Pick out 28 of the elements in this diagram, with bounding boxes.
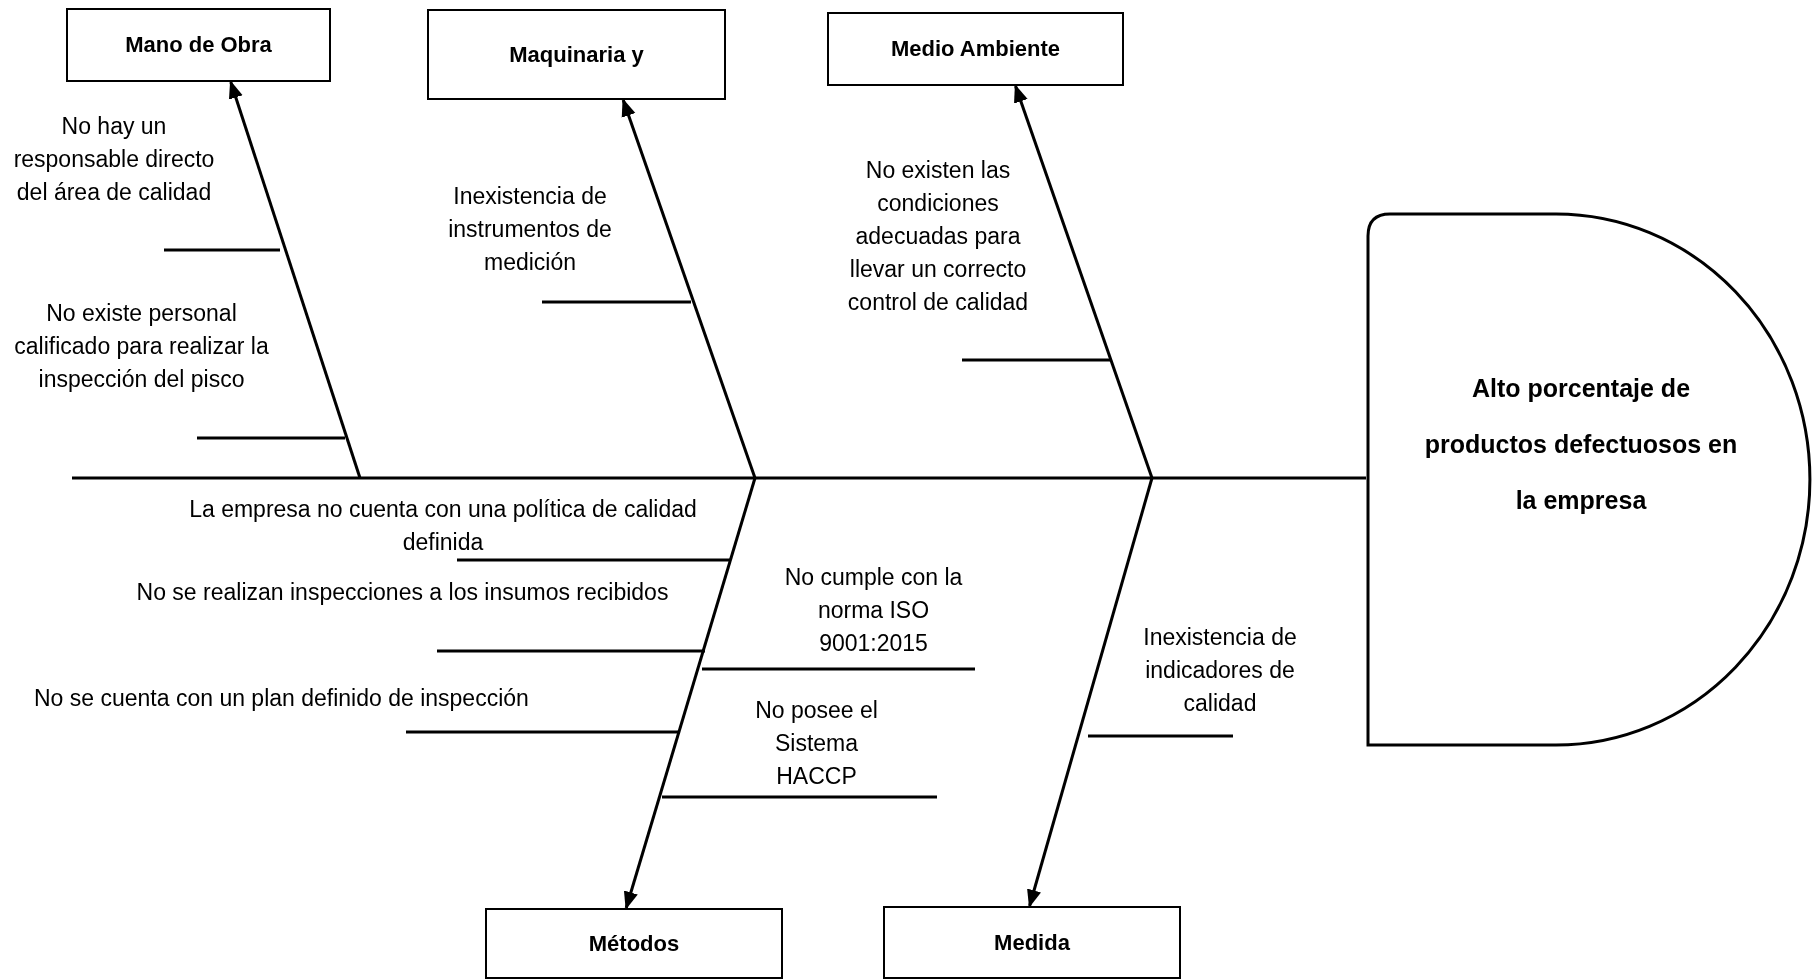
cause-text: No existe personal calificado para realizar la inspección del pisco [14, 299, 269, 394]
cause-text: La empresa no cuenta con una política de calidad definida [188, 495, 698, 557]
bone-arrow [228, 80, 362, 479]
category-label: Mano de Obra [125, 31, 272, 59]
cause-text: Inexistencia de instrumentos de medición [447, 182, 613, 277]
bone-arrow [621, 98, 757, 479]
cause-text: Inexistencia de indicadores de calidad [1142, 623, 1298, 718]
bone-arrow [623, 477, 757, 910]
category-label: Medida [994, 928, 1070, 957]
category-box [827, 12, 1124, 86]
bone-arrow [1027, 477, 1154, 908]
effect-shape [1366, 212, 1814, 747]
category-box [485, 908, 783, 979]
category-box [427, 9, 726, 100]
cause-text: No se realizan inspecciones a los insumos recibidos [135, 578, 670, 607]
cause-text: No hay un responsable directo del área de calidad [12, 112, 216, 207]
category-label: Maquinaria y [509, 40, 644, 69]
spine-line [72, 476, 1366, 480]
bone-arrow [1014, 84, 1154, 479]
category-label: Medio Ambiente [890, 35, 1061, 63]
cause-text: No se cuenta con un plan definido de inspección [34, 684, 530, 713]
category-box [66, 8, 331, 82]
cause-text: No existen las condiciones adecuadas para llevar un correcto control de calidad [846, 156, 1030, 317]
effect-text: Alto porcentaje de productos defectuosos en la empresa [1423, 373, 1739, 516]
category-label: Métodos [588, 929, 680, 958]
cause-text: No cumple con la norma ISO 9001:2015 [783, 563, 964, 658]
category-box [883, 906, 1181, 979]
cause-text: No posee el Sistema HACCP [754, 696, 879, 791]
